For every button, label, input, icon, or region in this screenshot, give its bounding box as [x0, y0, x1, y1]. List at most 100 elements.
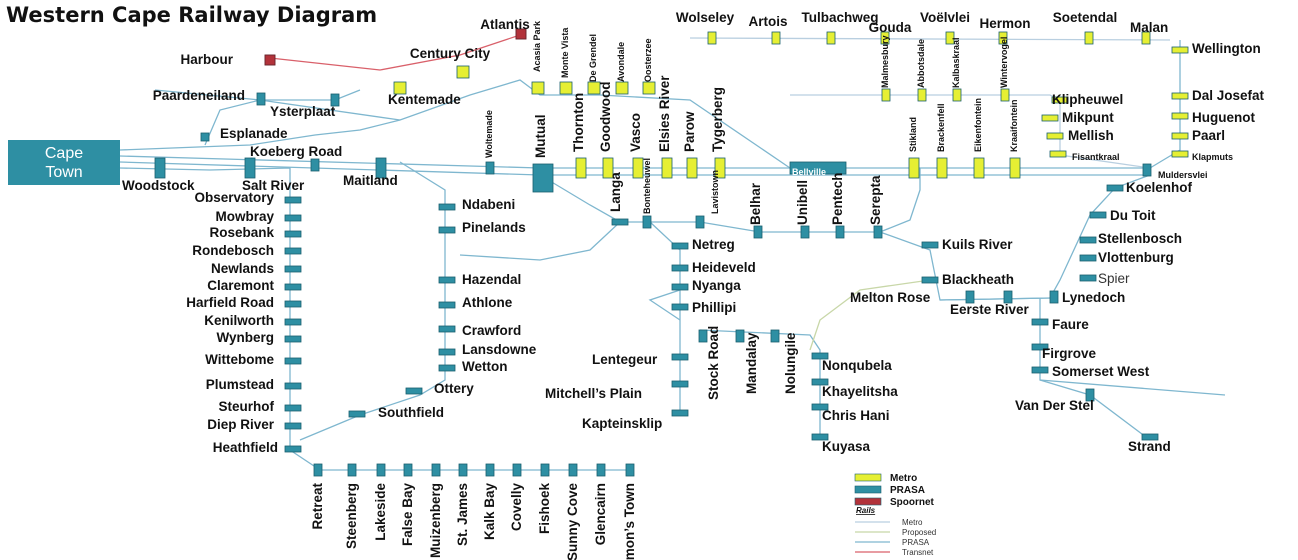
station-steurhof[interactable]: Steurhof — [219, 399, 302, 414]
station-century-city[interactable]: Century City — [410, 46, 491, 79]
station-melton-rose[interactable]: Melton Rose — [850, 290, 975, 305]
station-vlottenburg[interactable]: Vlottenburg — [1079, 250, 1174, 265]
station-salt-river[interactable]: Salt River — [242, 157, 305, 193]
station-netreg[interactable]: Netreg — [671, 237, 735, 252]
station-spier[interactable]: Spier — [1079, 271, 1130, 286]
station-monte-vista[interactable]: Monte Vista — [559, 27, 573, 95]
station-faure[interactable]: Faure — [1031, 317, 1089, 332]
station-newlands[interactable]: Newlands — [211, 261, 302, 276]
station-ysterplaat[interactable]: Ysterplaat — [270, 93, 340, 119]
station-mandalay[interactable]: Mandalay — [735, 329, 759, 394]
station-nonqubela[interactable]: Nonqubela — [811, 352, 892, 373]
station-southfield[interactable]: Southfield — [348, 405, 444, 420]
station-thornton[interactable]: Thornton — [571, 93, 587, 179]
station-artois[interactable]: Artois — [748, 14, 788, 45]
station-simons-town[interactable]: Simon’s Town — [622, 463, 637, 560]
station-vasco[interactable]: Vasco — [628, 113, 644, 179]
station-crawford[interactable]: Crawford — [438, 323, 521, 338]
station-woltemade[interactable]: Woltemade — [484, 110, 495, 175]
station-rosebank[interactable]: Rosebank — [209, 225, 302, 240]
station-langa[interactable]: Langa — [608, 172, 629, 226]
station-brackenfell[interactable]: Brackenfell — [936, 103, 948, 179]
station-klipheuwel[interactable]: Klipheuwel — [1051, 92, 1123, 107]
station-gouda[interactable]: Gouda — [869, 20, 912, 45]
station-blackheath[interactable]: Blackheath — [921, 272, 1014, 287]
station-kapteinsklip[interactable]: Kapteinsklip — [582, 409, 689, 431]
station-pinelands[interactable]: Pinelands — [438, 220, 526, 235]
station-dal-josefat[interactable]: Dal Josefat — [1171, 88, 1265, 103]
station-lentegeur[interactable]: Lentegeur — [592, 352, 689, 367]
station-koelenhof[interactable]: Koelenhof — [1106, 180, 1193, 195]
station-maitland[interactable]: Maitland — [343, 157, 398, 188]
station-goodwood[interactable]: Goodwood — [598, 82, 614, 179]
station-lakeside[interactable]: Lakeside — [373, 463, 388, 541]
station-wetton[interactable]: Wetton — [438, 359, 508, 374]
station-nolungile[interactable]: Nolungile — [770, 329, 798, 394]
station-somerset-west[interactable]: Somerset West — [1031, 364, 1150, 379]
station-kalk-bay[interactable]: Kalk Bay — [482, 463, 497, 540]
station-unibell[interactable]: Unibell — [795, 180, 810, 239]
station-klapmuts[interactable]: Klapmuts — [1171, 150, 1233, 162]
station-parow[interactable]: Parow — [682, 111, 698, 179]
station-huguenot[interactable]: Huguenot — [1171, 110, 1255, 125]
station-kraaifontein[interactable]: Kraaifontein — [1009, 99, 1021, 179]
station-wintervogel[interactable]: Wintervogel — [999, 37, 1010, 102]
station-mitchells-plain[interactable]: Mitchell’s Plain — [545, 380, 689, 401]
station-eerste-river[interactable]: Eerste River — [950, 290, 1030, 317]
station-retreat[interactable]: Retreat — [310, 463, 325, 530]
station-stock-road[interactable]: Stock Road — [698, 326, 721, 400]
station-st-james[interactable]: St. James — [455, 463, 470, 546]
station-acasia-park[interactable]: Acasia Park — [531, 20, 545, 95]
station-false-bay[interactable]: False Bay — [400, 463, 415, 546]
station-de-grendel[interactable]: De Grendel — [587, 34, 601, 95]
station-lavistown[interactable]: Lavistown — [695, 170, 720, 229]
station-lansdowne[interactable]: Lansdowne — [438, 342, 537, 357]
station-observatory[interactable]: Observatory — [194, 190, 302, 205]
station-stellenbosch[interactable]: Stellenbosch — [1079, 231, 1182, 246]
station-woodstock[interactable]: Woodstock — [122, 157, 195, 193]
station-wolseley[interactable]: Wolseley — [676, 10, 735, 45]
station-esplanade[interactable]: Esplanade — [200, 126, 288, 142]
station-steenberg[interactable]: Steenberg — [344, 463, 359, 549]
station-kuyasa[interactable]: Kuyasa — [811, 433, 871, 454]
station-elsies-river[interactable]: Elsies River — [657, 75, 673, 179]
station-kuils-river[interactable]: Kuils River — [921, 237, 1013, 252]
station-heathfield[interactable]: Heathfield — [213, 440, 302, 455]
station-hermon[interactable]: Hermon — [979, 16, 1031, 45]
station-pentech[interactable]: Pentech — [830, 172, 845, 239]
station-hazendal[interactable]: Hazendal — [438, 272, 521, 287]
station-avondale[interactable]: Avondale — [615, 42, 629, 95]
station-glencairn[interactable]: Glencairn — [593, 463, 608, 545]
station-bonteheuwel[interactable]: Bonteheuwel — [642, 158, 652, 229]
station-paarl[interactable]: Paarl — [1171, 128, 1225, 143]
station-mowbray[interactable]: Mowbray — [215, 209, 302, 224]
station-eikenfontein[interactable]: Eikenfontein — [973, 98, 985, 179]
station-firgrove[interactable]: Firgrove — [1031, 343, 1097, 361]
station-athlone[interactable]: Athlone — [438, 295, 513, 310]
station-wellington[interactable]: Wellington — [1171, 41, 1261, 56]
station-wynberg[interactable]: Wynberg — [216, 330, 302, 345]
station-ndabeni[interactable]: Ndabeni — [438, 197, 515, 212]
station-chris-hani[interactable]: Chris Hani — [811, 403, 890, 423]
station-belhar[interactable]: Belhar — [748, 182, 763, 239]
station-kentemade[interactable]: Kentemade — [388, 81, 461, 107]
station-diep-river[interactable]: Diep River — [207, 417, 302, 432]
station-serepta[interactable]: Serepta — [868, 175, 883, 239]
station-wittebome[interactable]: Wittebome — [205, 352, 302, 367]
station-khayelitsha[interactable]: Khayelitsha — [811, 378, 898, 399]
station-malan[interactable]: Malan — [1130, 20, 1168, 45]
station-harfield-road[interactable]: Harfield Road — [186, 295, 302, 310]
station-nyanga[interactable]: Nyanga — [671, 278, 741, 293]
station-du-toit[interactable]: Du Toit — [1089, 208, 1156, 223]
station-mellish[interactable]: Mellish — [1046, 128, 1114, 143]
station-paardeneiland[interactable]: Paardeneiland — [153, 88, 266, 106]
station-muldersvlei[interactable]: Muldersvlei — [1142, 163, 1208, 180]
station-tygerberg[interactable]: Tygerberg — [710, 87, 726, 179]
station-van-der-stel[interactable]: Van Der Stel — [1015, 388, 1095, 413]
station-abbotsdale[interactable]: Abbotsdale — [916, 39, 927, 102]
station-mutual[interactable]: Mutual — [532, 115, 554, 193]
station-atlantis[interactable]: Atlantis — [480, 17, 530, 40]
station-claremont[interactable]: Claremont — [207, 278, 302, 293]
station-soetendal[interactable]: Soetendal — [1053, 10, 1118, 45]
